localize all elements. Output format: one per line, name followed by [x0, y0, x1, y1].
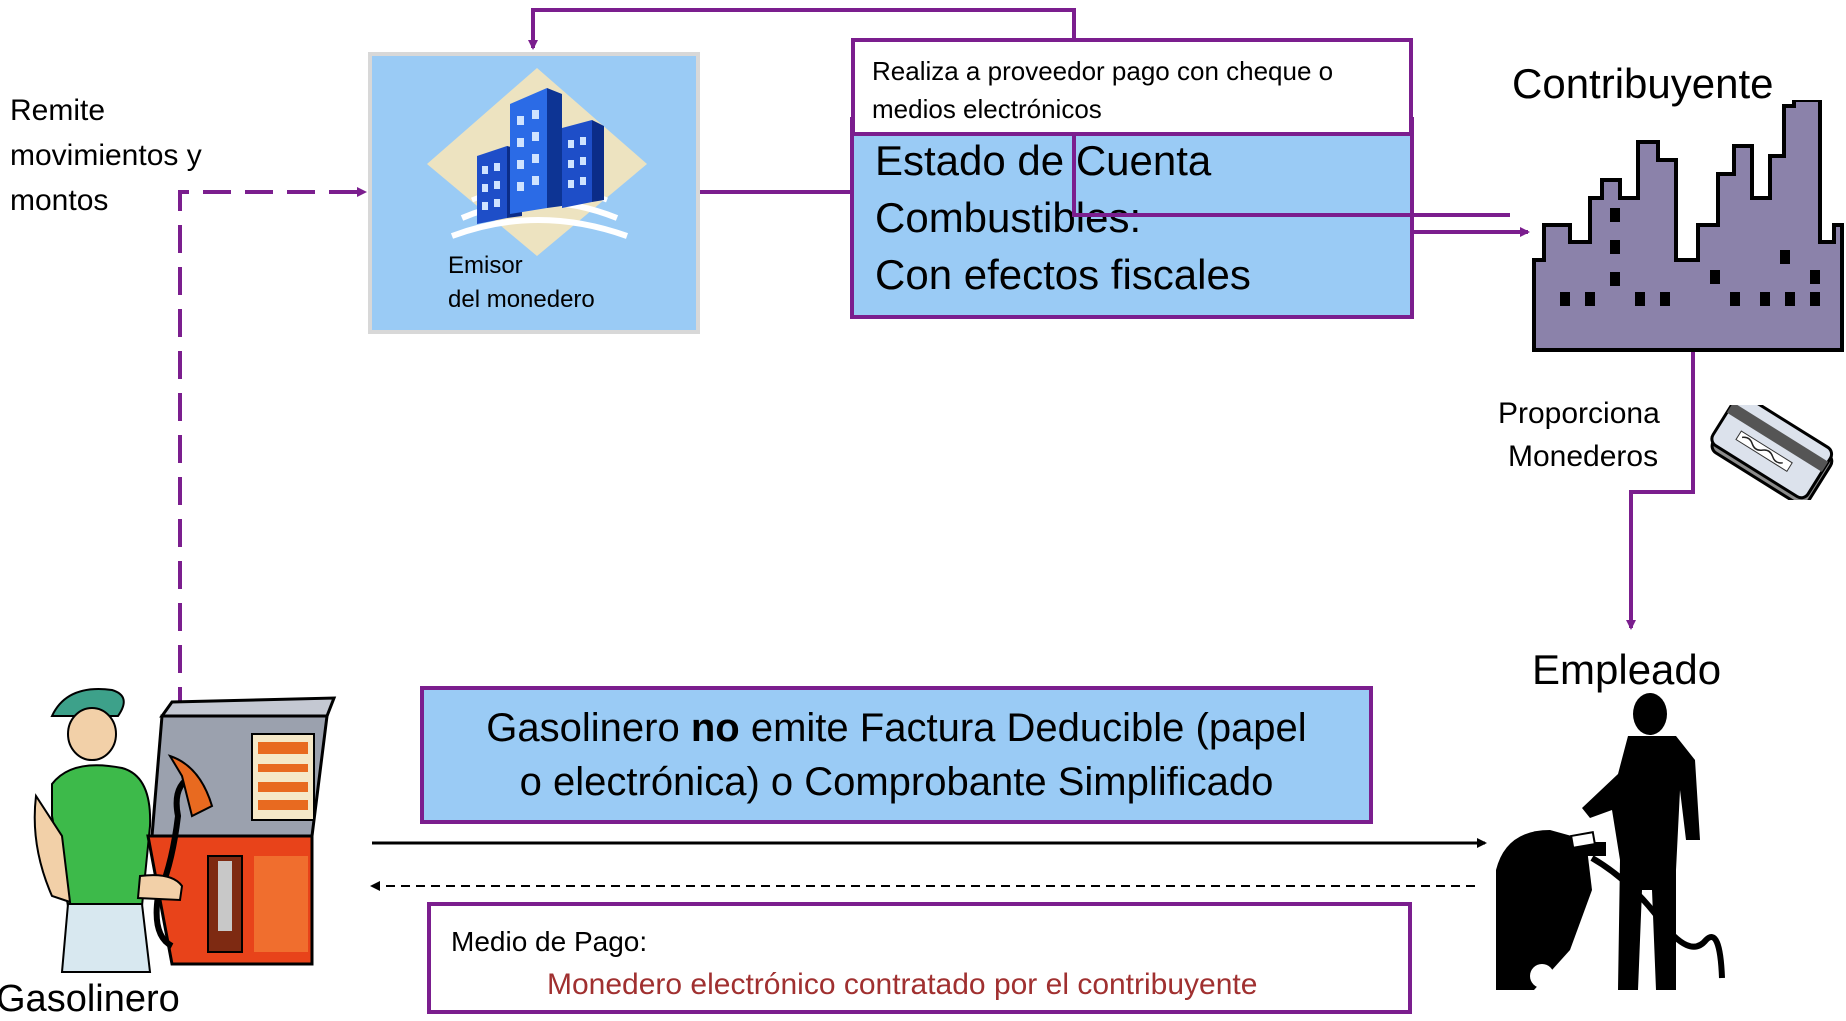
- realiza-box: Realiza a proveedor pago con cheque o me…: [851, 38, 1413, 136]
- factory-icon: [1532, 100, 1844, 352]
- realiza-label-2: medios electrónicos: [872, 94, 1102, 124]
- medio-label-1: Medio de Pago:: [451, 926, 648, 957]
- proporciona-label-1: Proporciona: [1498, 397, 1660, 430]
- emisor-label-2: del monedero: [448, 286, 595, 313]
- proporciona-label-2: Monederos: [1508, 440, 1659, 473]
- factura-bold-no: no: [690, 706, 740, 750]
- factura-box: Gasolinero no emite Factura Deducible (p…: [420, 686, 1373, 824]
- gasolinero-label: Gasolinero: [0, 978, 180, 1020]
- medio-box: Medio de Pago: Monedero electrónico cont…: [427, 902, 1412, 1014]
- factura-part1: Gasolinero: [486, 706, 691, 750]
- realiza-label-1: Realiza a proveedor pago con cheque o: [872, 56, 1334, 86]
- contribuyente-to-empleado-line: [1626, 352, 1695, 630]
- factura-line-1: Gasolinero no emite Factura Deducible (p…: [424, 706, 1369, 751]
- factura-part2: emite Factura Deducible (papel: [739, 706, 1307, 750]
- gas-pump-attendant-icon: [33, 688, 337, 973]
- emisor-label-1: Emisor: [448, 252, 523, 279]
- medio-label-2: Monedero electrónico contratado por el c…: [547, 968, 1258, 1001]
- employee-silhouette-icon: [1496, 693, 1725, 990]
- contribuyente-label: Contribuyente: [1512, 60, 1774, 107]
- remite-label-1: Remite: [10, 94, 106, 127]
- card-icon: [1710, 405, 1834, 500]
- remite-label-3: montos: [10, 184, 109, 217]
- estado-label-2: Combustibles:: [875, 194, 1142, 241]
- estado-label-3: Con efectos fiscales: [875, 251, 1251, 298]
- estado-label-1: Estado de Cuenta: [875, 137, 1212, 184]
- remite-label-2: movimientos y: [10, 139, 202, 172]
- emisor-box: Emisor del monedero: [368, 52, 700, 334]
- building-icon: [427, 68, 647, 256]
- empleado-label: Empleado: [1532, 646, 1722, 693]
- factura-line-2: o electrónica) o Comprobante Simplificad…: [519, 760, 1274, 804]
- estado-box: Estado de Cuenta Combustibles: Con efect…: [850, 117, 1414, 319]
- gasolinero-to-emisor-dashed: [178, 187, 367, 715]
